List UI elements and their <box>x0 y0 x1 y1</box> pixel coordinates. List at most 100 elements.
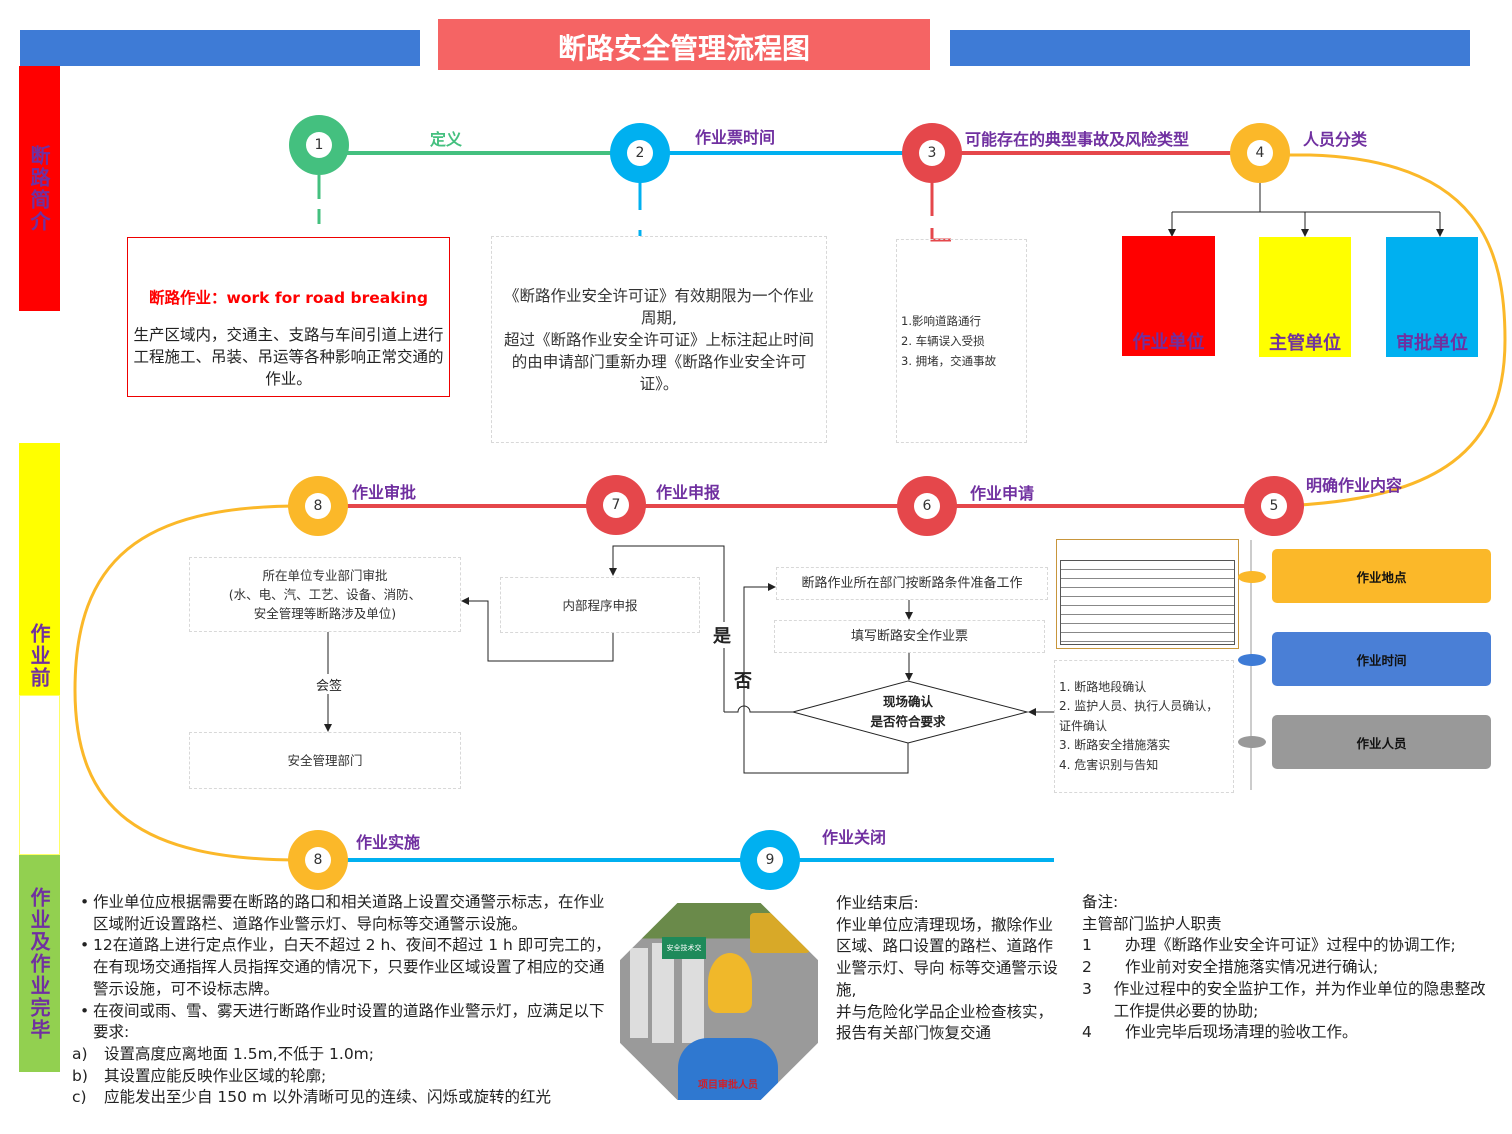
step-1-label: 定义 <box>430 130 463 149</box>
step-2-node: 2 <box>610 123 670 183</box>
site-check-list: 1. 断路地段确认 2. 监护人员、执行人员确认，证件确认 3. 断路安全措施落… <box>1054 660 1234 793</box>
remark-text: 作业前对安全措施落实情况进行确认; <box>1125 958 1379 977</box>
remark-num: 3 <box>1082 979 1092 998</box>
no-label: 否 <box>734 671 752 692</box>
closure-heading: 作业结束后: <box>836 894 919 912</box>
ticket-form-thumbnail <box>1056 539 1239 649</box>
worker-figure <box>630 948 648 1038</box>
step-5-label: 明确作业内容 <box>1306 476 1403 495</box>
bullet-item: 12在道路上进行定点作业，白天不超过 2 h、夜间不超过 1 h 即可完工的，在… <box>80 935 612 1000</box>
sub-text: 应能发出至少自 150 m 以外清晰可见的连续、闪烁或旋转的红光 <box>104 1088 551 1107</box>
step-2-label: 作业票时间 <box>695 128 776 147</box>
remark-num: 1 <box>1082 936 1092 955</box>
sub-text: 其设置应能反映作业区域的轮廓; <box>104 1066 327 1085</box>
bullet-dot <box>1238 654 1266 666</box>
step-6-label: 作业申请 <box>970 484 1035 503</box>
card-location: 作业地点 <box>1272 549 1491 603</box>
step-7-node: 7 <box>586 475 646 535</box>
helmet <box>708 953 752 1013</box>
sign-board: 安全技术交 <box>662 937 706 959</box>
remark-num: 4 <box>1082 1023 1092 1042</box>
personnel-work-unit: 作业单位 <box>1122 236 1215 356</box>
site-photo: 安全技术交 项目审批人员 <box>620 903 818 1100</box>
step-3-label: 可能存在的典型事故及风险类型 <box>965 130 1190 149</box>
step-number: 7 <box>603 492 629 518</box>
personnel-supervisor-unit: 主管单位 <box>1259 237 1351 357</box>
step-number: 9 <box>757 847 783 873</box>
step-8-label: 作业审批 <box>352 483 417 502</box>
remark-text: 作业完毕后现场清理的验收工作。 <box>1125 1023 1358 1042</box>
card-time: 作业时间 <box>1272 632 1491 686</box>
decision-text: 是否符合要求 <box>870 714 946 729</box>
step-3-node: 3 <box>902 123 962 183</box>
bullet-dot <box>1238 736 1266 748</box>
step-number: 4 <box>1247 140 1273 166</box>
closure-body-2: 并与危险化学品企业检查核实，报告有关部门恢复交通 <box>836 1002 1054 1043</box>
approval-line: 所在单位专业部门审批 <box>262 568 388 583</box>
remarks-heading: 备注: <box>1082 893 1119 911</box>
remarks-text: 备注: 主管部门监护人职责 1 办理《断路作业安全许可证》过程中的协调工作; 2 作… <box>1082 892 1494 1044</box>
ticket-form-table <box>1060 560 1235 645</box>
section-before: 作业前 <box>19 443 60 695</box>
check-item: 4. 危害识别与告知 <box>1059 757 1159 772</box>
closure-text: 作业结束后: 作业单位应清理现场，撤除作业区域、路口设置的路栏、道路作业警示灯、… <box>836 893 1058 1045</box>
ticket-time-text-1: 《断路作业安全许可证》有效期限为一个作业周期, <box>503 286 814 327</box>
step-9-label: 作业关闭 <box>822 828 887 847</box>
risk-item: 3. 拥堵，交通事故 <box>901 354 997 368</box>
remark-text: 作业过程中的安全监护工作，并为作业单位的隐患整改工作提供必要的协助; <box>1113 979 1486 1020</box>
step-number: 2 <box>627 140 653 166</box>
approver-vest: 项目审批人员 <box>678 1038 778 1100</box>
worker-figure <box>652 943 674 1043</box>
fill-ticket-box: 填写断路安全作业票 <box>774 620 1045 653</box>
internal-report-box: 内部程序申报 <box>500 577 700 633</box>
decision-diamond: 现场确认 是否符合要求 <box>838 692 978 732</box>
remark-num: 2 <box>1082 958 1092 977</box>
step-8b-node: 8 <box>288 830 348 890</box>
personnel-approval-unit: 审批单位 <box>1386 237 1478 357</box>
header-bar-left <box>20 30 420 66</box>
step-6-node: 6 <box>897 476 957 536</box>
remarks-subheading: 主管部门监护人职责 <box>1082 914 1222 933</box>
countersign-label: 会签 <box>310 675 348 694</box>
ticket-time-box: 《断路作业安全许可证》有效期限为一个作业周期, 超过《断路作业安全许可证》上标注… <box>491 236 827 443</box>
step-number: 8 <box>305 493 331 519</box>
bullet-dot <box>1238 571 1266 583</box>
step-4-label: 人员分类 <box>1303 130 1368 149</box>
sub-mark: c) <box>72 1088 87 1107</box>
check-item: 3. 断路安全措施落实 <box>1059 738 1171 753</box>
step-8-node: 8 <box>288 476 348 536</box>
check-item: 1. 断路地段确认 <box>1059 679 1147 694</box>
sub-mark: b) <box>72 1066 88 1085</box>
approval-line: 安全管理等断路涉及单位) <box>253 606 397 621</box>
bullet-item: 作业单位应根据需要在断路的路口和相关道路上设置交通警示标志，在作业区域附近设置路… <box>80 892 612 935</box>
sub-text: 设置高度应离地面 1.5m,不低于 1.0m; <box>104 1044 375 1063</box>
risk-item: 2. 车辆误入受损 <box>901 334 985 348</box>
step-1-node: 1 <box>289 115 349 175</box>
step-8b-label: 作业实施 <box>356 833 421 852</box>
closure-body: 作业单位应清理现场，撤除作业区域、路口设置的路栏、道路作业警示灯、导向 标等交通… <box>836 915 1058 999</box>
step-5-node: 5 <box>1244 476 1304 536</box>
card-personnel: 作业人员 <box>1272 715 1491 769</box>
header-bar-right <box>950 30 1470 66</box>
yes-label: 是 <box>713 622 731 648</box>
page-title: 断路安全管理流程图 <box>438 19 930 70</box>
step-7-label: 作业申报 <box>656 483 721 502</box>
dept-approval-box: 所在单位专业部门审批 (水、电、汽、工艺、设备、消防、 安全管理等断路涉及单位) <box>189 557 461 632</box>
section-during-after: 作业及作业完毕 <box>19 855 60 1072</box>
step-number: 3 <box>919 140 945 166</box>
safety-dept-box: 安全管理部门 <box>189 732 461 789</box>
approval-line: (水、电、汽、工艺、设备、消防、 <box>228 587 422 602</box>
risk-item: 1.影响道路通行 <box>901 314 981 328</box>
prepare-box: 断路作业所在部门按断路条件准备工作 <box>776 567 1048 600</box>
ticket-time-text-2: 超过《断路作业安全许可证》上标注起止时间的由申请部门重新办理《断路作业安全许可证… <box>503 330 814 393</box>
section-spacer <box>19 695 60 855</box>
remark-text: 办理《断路作业安全许可证》过程中的协调工作; <box>1125 936 1456 955</box>
bullet-item: 在夜间或雨、雪、雾天进行断路作业时设置的道路作业警示灯，应满足以下要求: <box>80 1001 612 1044</box>
step-9-node: 9 <box>740 830 800 890</box>
step-number: 5 <box>1261 493 1287 519</box>
step-number: 6 <box>914 493 940 519</box>
section-intro: 断路简介 <box>19 66 60 311</box>
step-number: 1 <box>306 132 332 158</box>
implementation-text: 作业单位应根据需要在断路的路口和相关道路上设置交通警示标志，在作业区域附近设置路… <box>72 892 612 1109</box>
